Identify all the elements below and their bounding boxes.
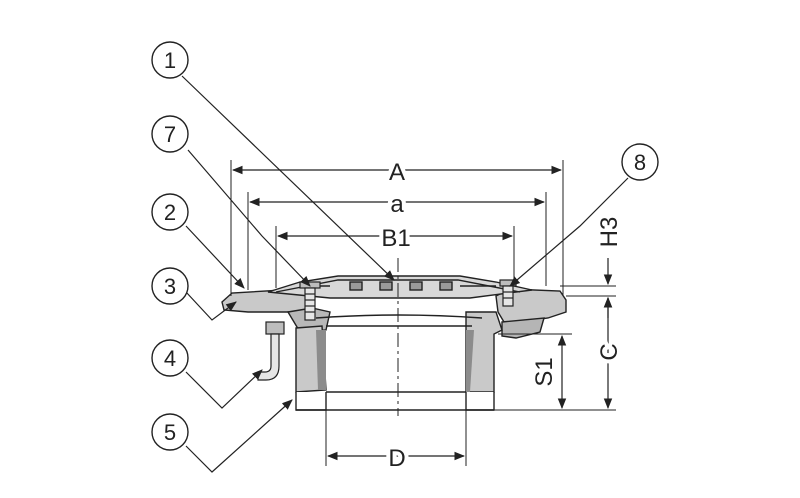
callout-4: 4 [151, 339, 189, 377]
leader-3 [185, 291, 237, 321]
callout-5: 5 [151, 413, 189, 451]
callout-1-label: 1 [164, 48, 176, 73]
fixing-bolt-right [499, 279, 517, 307]
callout-3-label: 3 [164, 274, 176, 299]
callout-8-label: 8 [634, 150, 646, 175]
leader-5 [185, 399, 293, 473]
leader-1 [181, 75, 395, 281]
callout-1: 1 [151, 41, 189, 79]
extension-lines [230, 160, 616, 466]
grate-cover [267, 275, 533, 299]
dim-label-S1: S1 [531, 357, 558, 386]
dimension-lines [231, 165, 613, 461]
leader-2 [185, 225, 245, 289]
callout-2-label: 2 [164, 200, 176, 225]
callout-5-label: 5 [164, 420, 176, 445]
callout-4-label: 4 [164, 346, 176, 371]
dim-label-H3: H3 [596, 217, 623, 248]
dim-label-C: C [596, 343, 623, 360]
leader-8 [509, 177, 629, 287]
leader-4 [185, 369, 263, 409]
dim-label-D: D [388, 445, 405, 472]
dim-label-a: a [390, 191, 404, 218]
drain-body [221, 288, 567, 411]
dim-label-B1: B1 [381, 225, 410, 252]
leader-lines [181, 75, 629, 473]
callout-2: 2 [151, 193, 189, 231]
side-nipple [257, 321, 285, 381]
dim-label-A: A [389, 159, 405, 186]
callout-3: 3 [151, 267, 189, 305]
leader-7 [187, 149, 311, 287]
callout-7-label: 7 [164, 122, 176, 147]
callout-8: 8 [621, 143, 659, 181]
callout-7: 7 [151, 115, 189, 153]
